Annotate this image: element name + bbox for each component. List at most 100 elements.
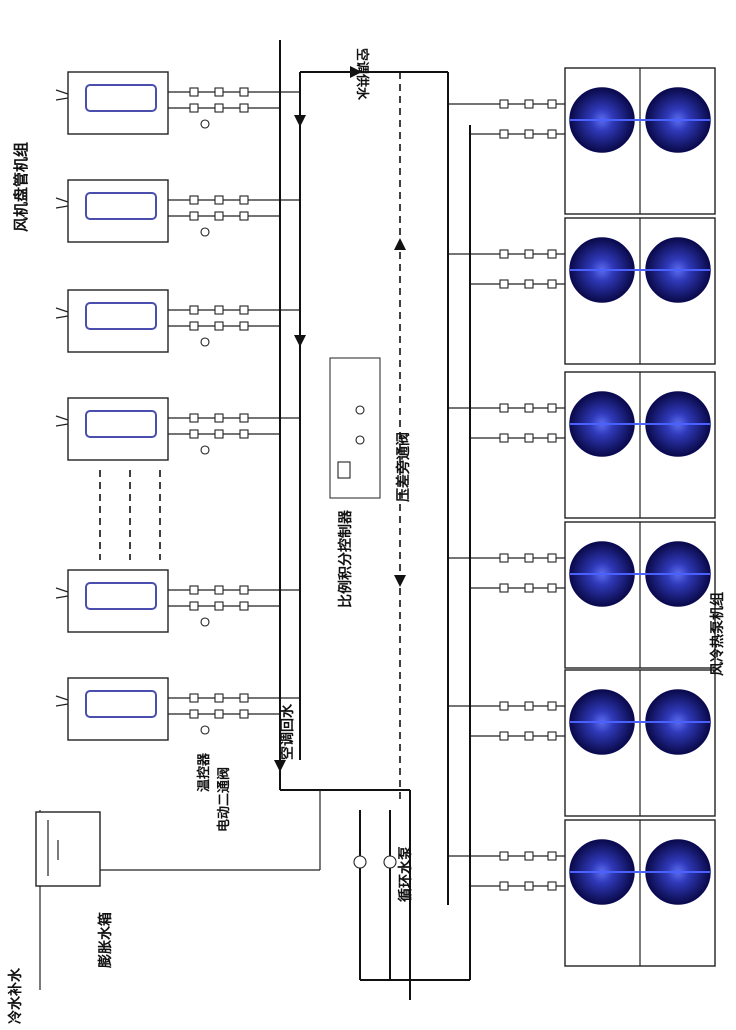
valve-icon bbox=[239, 413, 249, 423]
valve-icon bbox=[239, 195, 249, 205]
valve-icon bbox=[214, 429, 224, 439]
circulation-pumps bbox=[353, 855, 397, 869]
valve-icon bbox=[499, 279, 509, 289]
fcu-lead bbox=[55, 587, 69, 593]
label-expansion-tank: 膨胀水箱 bbox=[97, 912, 114, 968]
heat-pump-unit bbox=[448, 669, 716, 817]
valve-icon bbox=[547, 731, 557, 741]
valve-icon bbox=[189, 429, 199, 439]
valve-icon bbox=[547, 433, 557, 443]
expansion-tank-body bbox=[35, 811, 101, 887]
valve-icon bbox=[499, 99, 509, 109]
valve-icon bbox=[499, 129, 509, 139]
valve-icon bbox=[239, 87, 249, 97]
heat-pump-unit bbox=[448, 371, 716, 519]
heat-pump-unit bbox=[448, 819, 716, 967]
fcu-coil bbox=[85, 192, 157, 220]
valve-icon bbox=[547, 129, 557, 139]
valve-icon bbox=[189, 709, 199, 719]
label-makeup-water: 冷水补水 bbox=[7, 967, 24, 1024]
fcu-lead bbox=[55, 595, 69, 599]
labels: 风机盘管机组 温控器 电动二通阀 空调供水 空调回水 比例积分控制器 压差旁通阀… bbox=[7, 48, 726, 1024]
valve-icon bbox=[499, 731, 509, 741]
valve-icon bbox=[524, 583, 534, 593]
valve-icon bbox=[499, 851, 509, 861]
fcu-lead bbox=[55, 89, 69, 95]
thermostat-icon bbox=[200, 725, 210, 735]
valve-icon bbox=[239, 693, 249, 703]
valve-icon bbox=[499, 403, 509, 413]
valve-icon bbox=[547, 881, 557, 891]
controller-icon bbox=[337, 461, 351, 479]
fcu-lead bbox=[55, 415, 69, 421]
heat-pump-units bbox=[448, 67, 716, 967]
fcu-lead bbox=[55, 423, 69, 427]
valve-icon bbox=[189, 103, 199, 113]
fcu-unit bbox=[55, 71, 300, 135]
valve-icon bbox=[239, 601, 249, 611]
valve-icon bbox=[214, 709, 224, 719]
valve-icon bbox=[547, 279, 557, 289]
valve-icon bbox=[214, 87, 224, 97]
fcu-coil bbox=[85, 582, 157, 610]
valve-icon bbox=[239, 305, 249, 315]
thermostat-icon bbox=[200, 119, 210, 129]
fcu-lead bbox=[55, 307, 69, 313]
valve-icon bbox=[189, 693, 199, 703]
valve-icon bbox=[524, 731, 534, 741]
main-piping bbox=[39, 40, 471, 1000]
label-proportional-controller: 比例积分控制器 bbox=[337, 509, 354, 608]
valve-icon bbox=[189, 413, 199, 423]
valve-icon bbox=[524, 701, 534, 711]
controller-box bbox=[329, 357, 381, 499]
label-bypass-valve: 压差旁通阀 bbox=[395, 432, 412, 502]
valve-icon bbox=[547, 99, 557, 109]
bypass-control bbox=[329, 357, 381, 499]
valve-icon bbox=[214, 305, 224, 315]
valve-icon bbox=[547, 553, 557, 563]
bypass-valve-icon bbox=[355, 405, 365, 415]
fcu-lead bbox=[55, 197, 69, 203]
fan-coil-units bbox=[55, 71, 300, 741]
valve-icon bbox=[499, 701, 509, 711]
valve-icon bbox=[189, 195, 199, 205]
label-two-way-valve: 电动二通阀 bbox=[216, 767, 232, 832]
valve-icon bbox=[524, 129, 534, 139]
label-supply-water: 空调供水 bbox=[354, 48, 370, 101]
valve-icon bbox=[189, 321, 199, 331]
valve-icon bbox=[547, 851, 557, 861]
heat-pump-unit bbox=[448, 217, 716, 365]
valve-icon bbox=[524, 433, 534, 443]
fcu-unit bbox=[55, 289, 300, 353]
fcu-coil bbox=[85, 84, 157, 112]
thermostat-icon bbox=[200, 445, 210, 455]
fcu-coil bbox=[85, 690, 157, 718]
valve-icon bbox=[189, 305, 199, 315]
valve-icon bbox=[214, 195, 224, 205]
heat-pump-unit bbox=[448, 67, 716, 215]
pump-icon bbox=[383, 855, 397, 869]
valve-icon bbox=[524, 403, 534, 413]
valve-icon bbox=[239, 429, 249, 439]
label-fcu-group: 风机盘管机组 bbox=[12, 142, 30, 232]
valve-icon bbox=[524, 553, 534, 563]
thermostat-icon bbox=[200, 337, 210, 347]
fcu-lead bbox=[55, 315, 69, 319]
valve-icon bbox=[524, 881, 534, 891]
valve-icon bbox=[214, 693, 224, 703]
fcu-unit bbox=[55, 677, 300, 741]
expansion-tank bbox=[35, 811, 101, 887]
valve-icon bbox=[499, 881, 509, 891]
valve-icon bbox=[547, 403, 557, 413]
valve-icon bbox=[189, 211, 199, 221]
valve-icon bbox=[214, 413, 224, 423]
thermostat-icon bbox=[200, 617, 210, 627]
label-pump: 循环水泵 bbox=[397, 846, 414, 902]
fcu-lead bbox=[55, 703, 69, 707]
valve-icon bbox=[524, 99, 534, 109]
valve-icon bbox=[524, 249, 534, 259]
fcu-unit bbox=[55, 179, 300, 243]
valve-icon bbox=[214, 103, 224, 113]
valve-icon bbox=[499, 553, 509, 563]
